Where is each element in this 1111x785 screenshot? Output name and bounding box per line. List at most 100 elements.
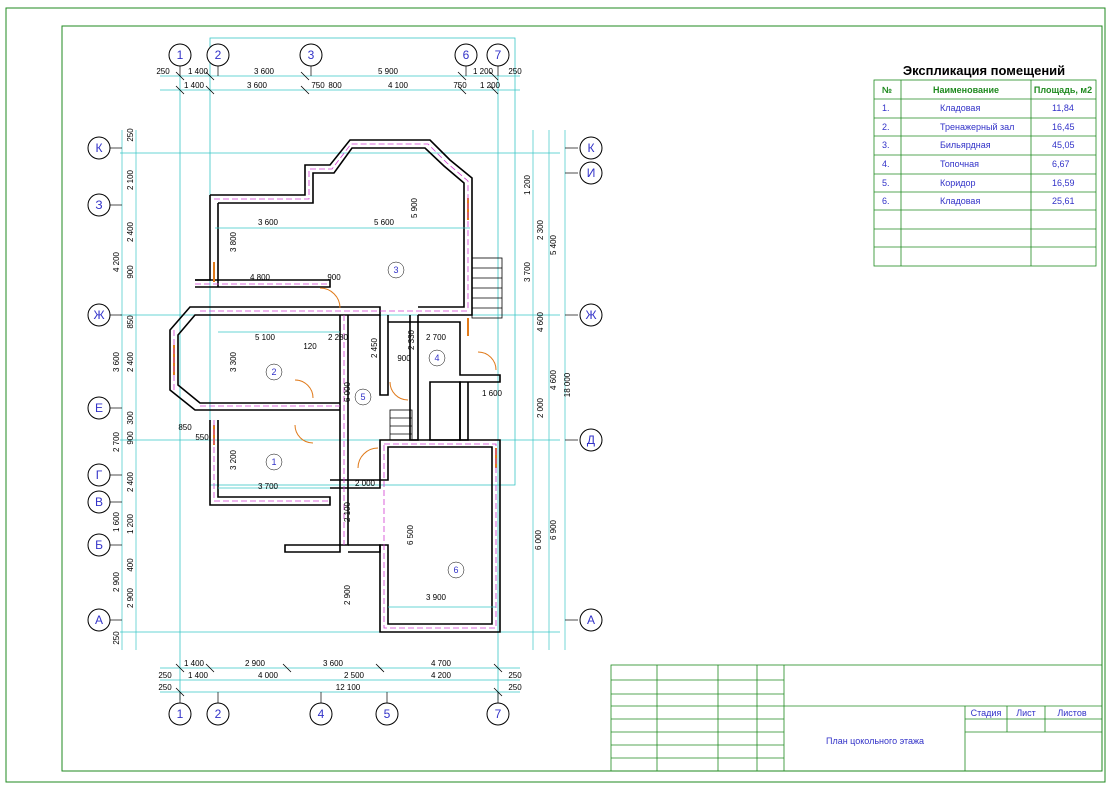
table-row: 2. Тренажерный зал 16,45: [882, 122, 1075, 132]
dim-label: 2 100: [126, 169, 135, 190]
dim-label: 3 900: [426, 593, 447, 602]
dim-label: 4 800: [250, 273, 271, 282]
dim-label: 250: [508, 683, 522, 692]
axis-marker: 2: [206, 43, 230, 67]
table-row: 3. Бильярдная 45,05: [882, 140, 1075, 150]
text-label: Кладовая: [940, 103, 980, 113]
dim-label: 1 200: [473, 67, 494, 76]
dim-label: 2 700: [426, 333, 447, 342]
sheet-name: План цокольного этажа: [826, 736, 924, 746]
walls: [169, 139, 501, 633]
text-label: 6,67: [1052, 159, 1070, 169]
text-label: Бильярдная: [940, 140, 991, 150]
axis-marker: З: [87, 193, 111, 217]
doors: [294, 287, 497, 469]
dim-label: 2 330: [407, 329, 416, 350]
room-labels: 1 2 3 4 5 6: [265, 261, 465, 579]
dim-label: 3 600: [254, 67, 275, 76]
text-label: А: [95, 613, 103, 627]
dim-label: 3 600: [323, 659, 344, 668]
axis-marker: Г: [87, 463, 111, 487]
text-label: Коридор: [940, 178, 976, 188]
axis-markers-right: К И Ж Д А: [579, 136, 603, 632]
room-label-2: 2: [265, 363, 283, 381]
dim-label: 850: [126, 315, 135, 329]
dim-label: 12 100: [336, 683, 361, 692]
text-label: Б: [95, 538, 103, 552]
dim-label: 2 280: [328, 333, 349, 342]
dim-label: 2 400: [126, 351, 135, 372]
dim-label: 18 000: [563, 372, 572, 397]
text-label: 7: [495, 48, 502, 62]
axis-marker: 3: [299, 43, 323, 67]
dim-label: 900: [327, 273, 341, 282]
text-label: 2.: [882, 122, 890, 132]
dim-label: 1 600: [112, 511, 121, 532]
text-label: 1: [271, 457, 276, 467]
text-label: 3.: [882, 140, 890, 150]
text-label: И: [587, 166, 596, 180]
text-label: 2: [271, 367, 276, 377]
axis-marker: 7: [486, 43, 510, 67]
dim-label: 2 000: [536, 397, 545, 418]
text-label: 1: [177, 48, 184, 62]
axis-leaders: [110, 66, 578, 703]
room-schedule-table: Экспликация помещений № Наименование Пло…: [873, 63, 1097, 267]
dim-label: 4 600: [549, 369, 558, 390]
text-label: 2: [215, 707, 222, 721]
dim-label: 250: [508, 67, 522, 76]
dimension-labels: 250 1 400 3 600 5 900 1 200 250 1 400 3 …: [112, 67, 572, 692]
dim-label: 1 400: [188, 67, 209, 76]
axis-marker: 4: [309, 702, 333, 726]
text-label: К: [96, 141, 103, 155]
room-schedule-grid: [873, 79, 1097, 267]
dim-label: 2 900: [126, 587, 135, 608]
dim-label: 900: [126, 265, 135, 279]
text-label: 4: [434, 353, 439, 363]
axis-marker: 7: [486, 702, 510, 726]
text-label: Г: [96, 468, 103, 482]
dim-label: 300: [126, 411, 135, 425]
dim-label: 1 600: [482, 389, 503, 398]
dim-label: 850: [178, 423, 192, 432]
dim-label: 250: [158, 671, 172, 680]
dim-label: 4 700: [431, 659, 452, 668]
dim-label: 400: [126, 558, 135, 572]
dim-label: 5 400: [549, 234, 558, 255]
dim-label: 3 700: [258, 482, 279, 491]
text-label: 5.: [882, 178, 890, 188]
axis-marker: А: [87, 608, 111, 632]
text-label: 4: [318, 707, 325, 721]
stairs: [389, 257, 503, 441]
header-area: Площадь, м2: [1034, 85, 1092, 95]
dim-label: 3 300: [229, 351, 238, 372]
dim-label: 1 200: [126, 513, 135, 534]
dim-label: 1 200: [480, 81, 501, 90]
axis-markers-bottom: 1 2 4 5 7: [168, 702, 510, 726]
axis-markers-left: К З Ж Е Г В Б А: [87, 136, 111, 632]
dim-label: 250: [126, 128, 135, 142]
title-block-grid: [610, 664, 1103, 772]
axis-marker: И: [579, 161, 603, 185]
text-label: 3: [308, 48, 315, 62]
text-label: 7: [495, 707, 502, 721]
dim-label: 1 400: [184, 659, 205, 668]
text-label: 4.: [882, 159, 890, 169]
dim-label: 120: [303, 342, 317, 351]
axis-marker: Ж: [579, 303, 603, 327]
sheets-label: Листов: [1057, 708, 1086, 718]
dim-label: 900: [126, 431, 135, 445]
dim-label: 5 900: [378, 67, 399, 76]
dim-label: 900: [397, 354, 411, 363]
axis-marker: 1: [168, 702, 192, 726]
text-label: Топочная: [940, 159, 979, 169]
room-schedule-title: Экспликация помещений: [903, 63, 1065, 78]
text-label: 6: [453, 565, 458, 575]
text-label: 16,59: [1052, 178, 1075, 188]
dim-label: 2 900: [343, 584, 352, 605]
centerlines: [173, 143, 497, 629]
dim-label: 750: [453, 81, 467, 90]
dim-label: 6 900: [549, 519, 558, 540]
text-label: 1: [177, 707, 184, 721]
header-name: Наименование: [933, 85, 999, 95]
